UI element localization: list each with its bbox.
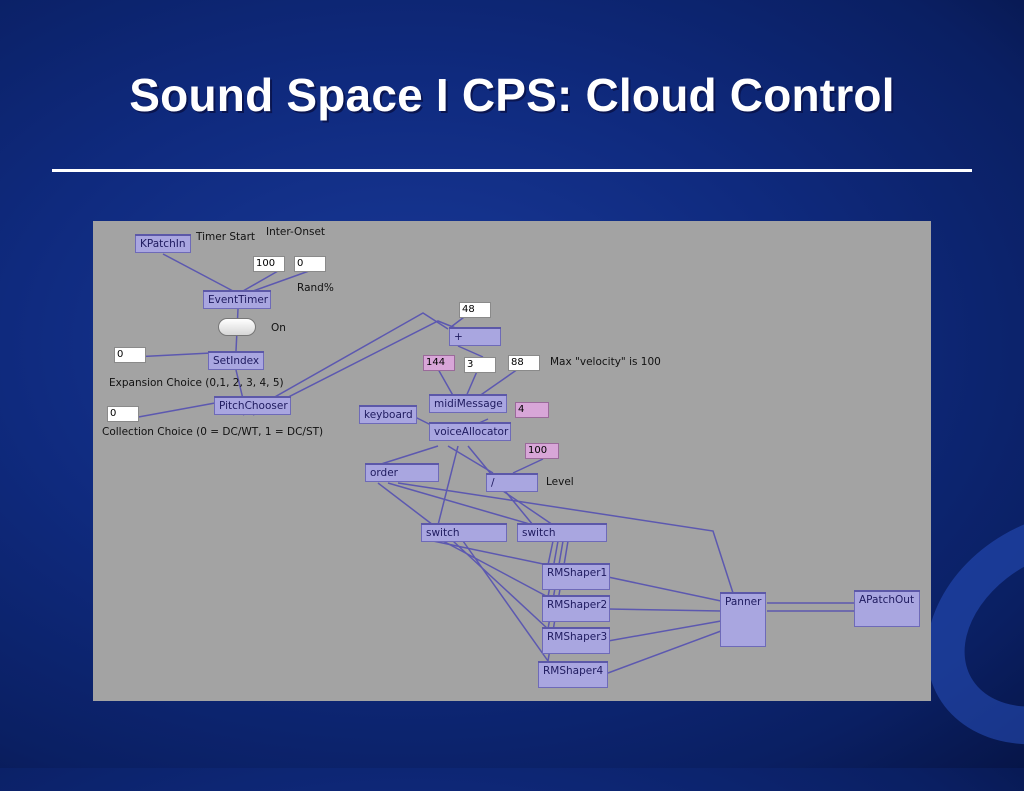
inter-onset-number[interactable]: 100 [253, 256, 285, 272]
cord [607, 608, 722, 612]
divide-object[interactable]: / [486, 473, 538, 492]
level-label: Level [546, 476, 574, 488]
inter-onset-label: Inter-Onset [266, 226, 326, 238]
cord [242, 312, 449, 416]
cord [432, 540, 549, 566]
expansion-number[interactable]: 0 [114, 347, 146, 363]
setindex-object[interactable]: SetIndex [208, 351, 264, 370]
channel-number[interactable]: 3 [464, 357, 496, 373]
pitch-number[interactable]: 144 [423, 355, 455, 371]
cord [447, 445, 494, 474]
on-toggle[interactable] [218, 318, 256, 336]
max-velocity-label: Max "velocity" is 100 [550, 356, 661, 368]
cord [377, 482, 434, 526]
expansion-choice-label: Expansion Choice (0,1, 2, 3, 4, 5) [109, 377, 284, 389]
velocity-number[interactable]: 88 [508, 355, 540, 371]
plus-input-number[interactable]: 48 [459, 302, 491, 318]
voices-number[interactable]: 4 [515, 402, 549, 418]
on-label: On [271, 322, 286, 334]
rand-percent-label: Rand% [297, 282, 334, 294]
slide-title: Sound Space I CPS: Cloud Control [129, 69, 895, 121]
pitchchooser-object[interactable]: PitchChooser [214, 396, 291, 415]
cord [235, 369, 244, 400]
collection-number[interactable]: 0 [107, 406, 139, 422]
cord [502, 490, 554, 526]
eventtimer-object[interactable]: EventTimer [203, 290, 271, 309]
title-divider [52, 169, 972, 172]
order-object[interactable]: order [365, 463, 439, 482]
plus-object[interactable]: + [449, 327, 501, 346]
cord [547, 540, 554, 566]
apatchout-object[interactable]: APatchOut [854, 590, 920, 627]
level-number[interactable]: 100 [525, 443, 559, 459]
cord [452, 540, 549, 630]
keyboard-object[interactable]: keyboard [359, 405, 417, 424]
voiceallocator-object[interactable]: voiceAllocator [429, 422, 511, 441]
cord [457, 345, 484, 358]
rmshaper4-object[interactable]: RMShaper4 [538, 661, 608, 688]
patch-canvas[interactable]: Timer Start Inter-Onset Rand% On Expansi… [93, 221, 931, 701]
cord [242, 270, 279, 292]
rand-number[interactable]: 0 [294, 256, 326, 272]
cord [162, 253, 234, 292]
cord [442, 540, 549, 598]
cord [462, 540, 549, 662]
cord [252, 270, 310, 292]
collection-choice-label: Collection Choice (0 = DC/WT, 1 = DC/ST) [102, 426, 324, 438]
cord [512, 458, 544, 474]
switch-object-2[interactable]: switch [517, 523, 607, 542]
cord [607, 630, 722, 674]
cord [397, 482, 734, 594]
timer-start-label: Timer Start [196, 231, 256, 243]
midimessage-object[interactable]: midiMessage [429, 394, 507, 413]
cord [387, 482, 534, 526]
rmshaper2-object[interactable]: RMShaper2 [542, 595, 610, 622]
panner-object[interactable]: Panner [720, 592, 766, 647]
switch-object-1[interactable]: switch [421, 523, 507, 542]
cord [607, 620, 722, 642]
cord [132, 352, 212, 358]
cord [437, 445, 459, 526]
rmshaper3-object[interactable]: RMShaper3 [542, 627, 610, 654]
rmshaper1-object[interactable]: RMShaper1 [542, 563, 610, 590]
kpatchin-object[interactable]: KPatchIn [135, 234, 191, 253]
cord [607, 576, 722, 602]
cord [377, 445, 439, 466]
cord [132, 402, 216, 419]
